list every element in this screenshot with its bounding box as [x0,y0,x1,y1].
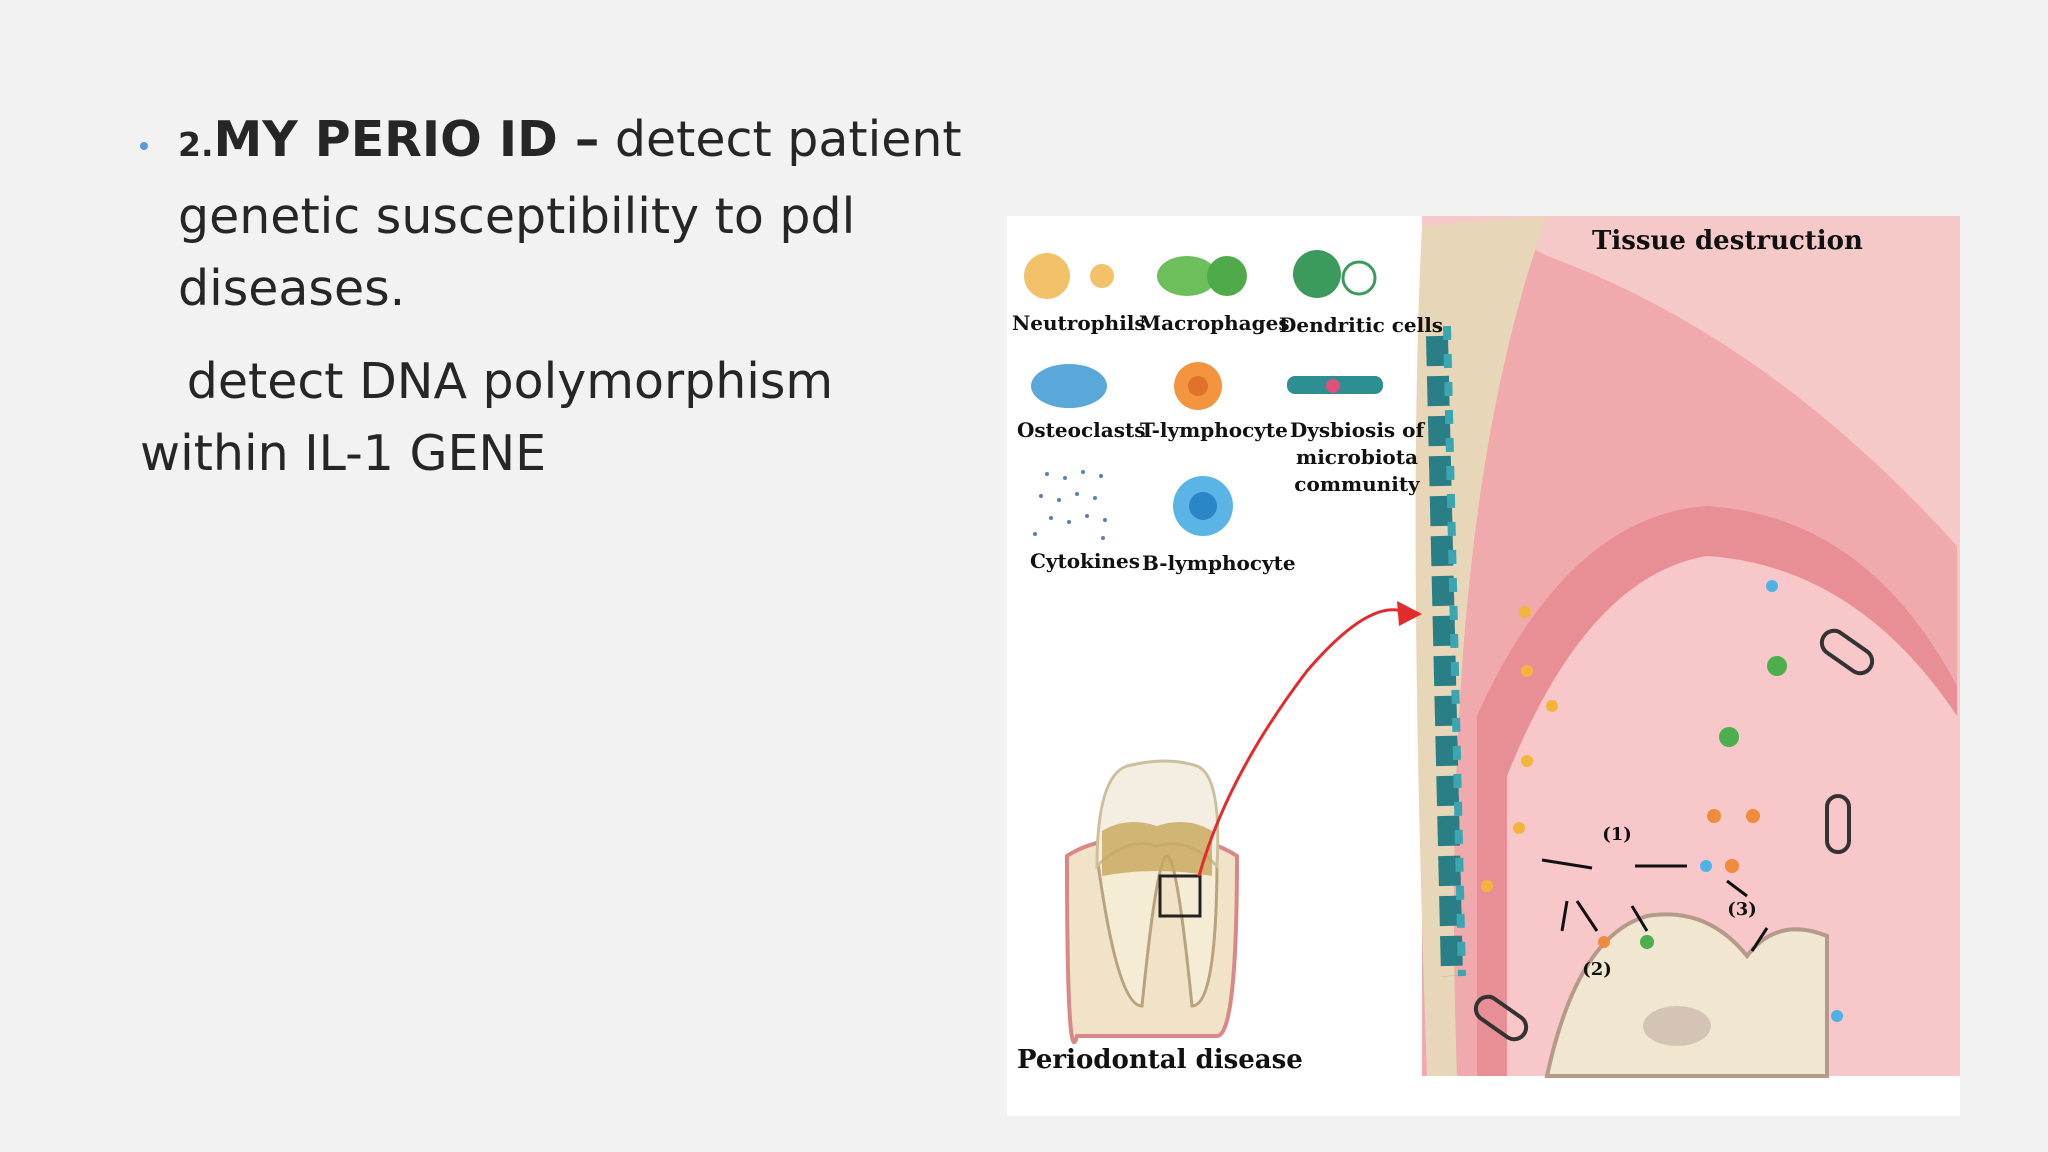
biofilm-bacteria [1443,325,1466,977]
bullet-dot-icon [140,142,148,150]
bullet-line-3: diseases. [178,260,406,317]
bone-lacuna [1643,1006,1711,1046]
paragraph-line-2: within IL-1 GENE [140,425,547,482]
legend-neutrophils: Neutrophils [1012,311,1146,335]
bullet-line-1: 2.MY PERIO ID – detect patient [178,104,962,181]
alveolar-bone [1544,912,1829,1078]
bullet-title: MY PERIO ID – [213,111,600,168]
legend-t-lymphocyte: T-lymphocyte [1140,418,1288,442]
paragraph-line-1: detect DNA polymorphism [140,353,834,410]
zoom-arrow [1197,608,1403,877]
label-step-3: (3) [1727,899,1757,920]
label-step-2: (2) [1582,959,1612,980]
zoom-arrow-head [1397,601,1422,626]
figure-illustration [1024,216,1960,1078]
legend-macrophages: Macrophages [1139,311,1290,335]
cytokines-icon [1033,470,1107,540]
legend-dysbiosis-2: microbiota [1296,445,1418,469]
bullet-number: 2. [178,125,214,164]
label-step-1: (1) [1602,824,1632,845]
bullet-item: 2.MY PERIO ID – detect patient genetic s… [140,104,962,325]
bullet-line1-rest: detect patient [599,111,962,168]
biofilm-layer [1426,335,1463,977]
legend-dysbiosis-3: community [1294,472,1420,496]
legend-icons [1024,250,1383,536]
tooth-diagram [1064,759,1240,1044]
bullet-text-block: 2.MY PERIO ID – detect patient genetic s… [140,104,962,325]
label-periodontal-disease: Periodontal disease [1017,1045,1303,1075]
legend-cytokines: Cytokines [1029,549,1141,573]
legend-osteoclasts: Osteoclasts [1017,418,1146,442]
legend-b-lymphocyte: B-lymphocyte [1142,551,1296,575]
paragraph: detect DNA polymorphism within IL-1 GENE [140,346,833,490]
tissue-arrows [1541,858,1769,952]
label-tissue-destruction: Tissue destruction [1592,226,1863,256]
periodontal-figure: Neutrophils Macrophages Dendritic cells … [1007,216,1960,1116]
tissue-cells [1473,580,1875,1042]
bullet-line-2: genetic susceptibility to pdl [178,188,856,245]
legend-dysbiosis-1: Dysbiosis of [1289,418,1425,442]
legend-dendritic-cells: Dendritic cells [1279,313,1444,337]
